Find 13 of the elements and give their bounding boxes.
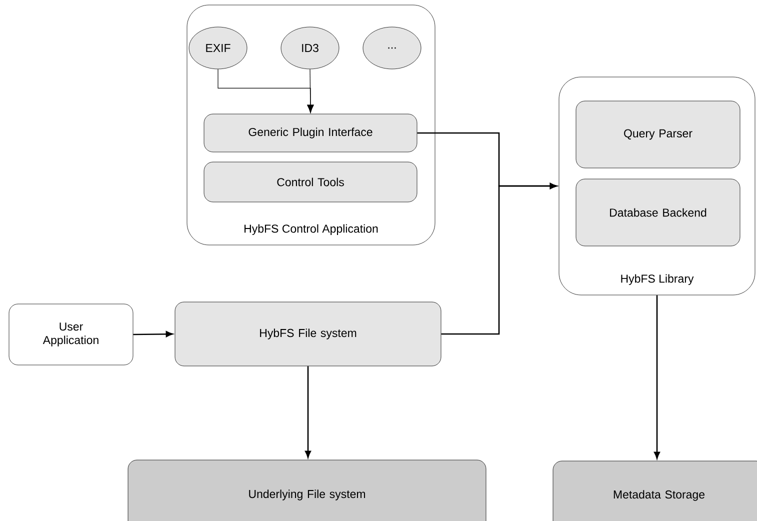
- component-box: HybFS File system: [174, 302, 442, 366]
- storage-box: Underlying File system: [128, 460, 486, 521]
- storage-box: Metadata Storage: [552, 460, 757, 521]
- arrow: [133, 331, 173, 338]
- arrow: [654, 295, 660, 459]
- component-box: Control Tools: [204, 162, 418, 202]
- component-box: Query Parser: [576, 100, 740, 168]
- arrow: [307, 68, 314, 113]
- arrow: [441, 183, 557, 335]
- application-box: User Application: [8, 304, 134, 366]
- arrow: [305, 366, 311, 458]
- component-box: Database Backend: [576, 178, 740, 246]
- component-box: Generic Plugin Interface: [204, 114, 418, 152]
